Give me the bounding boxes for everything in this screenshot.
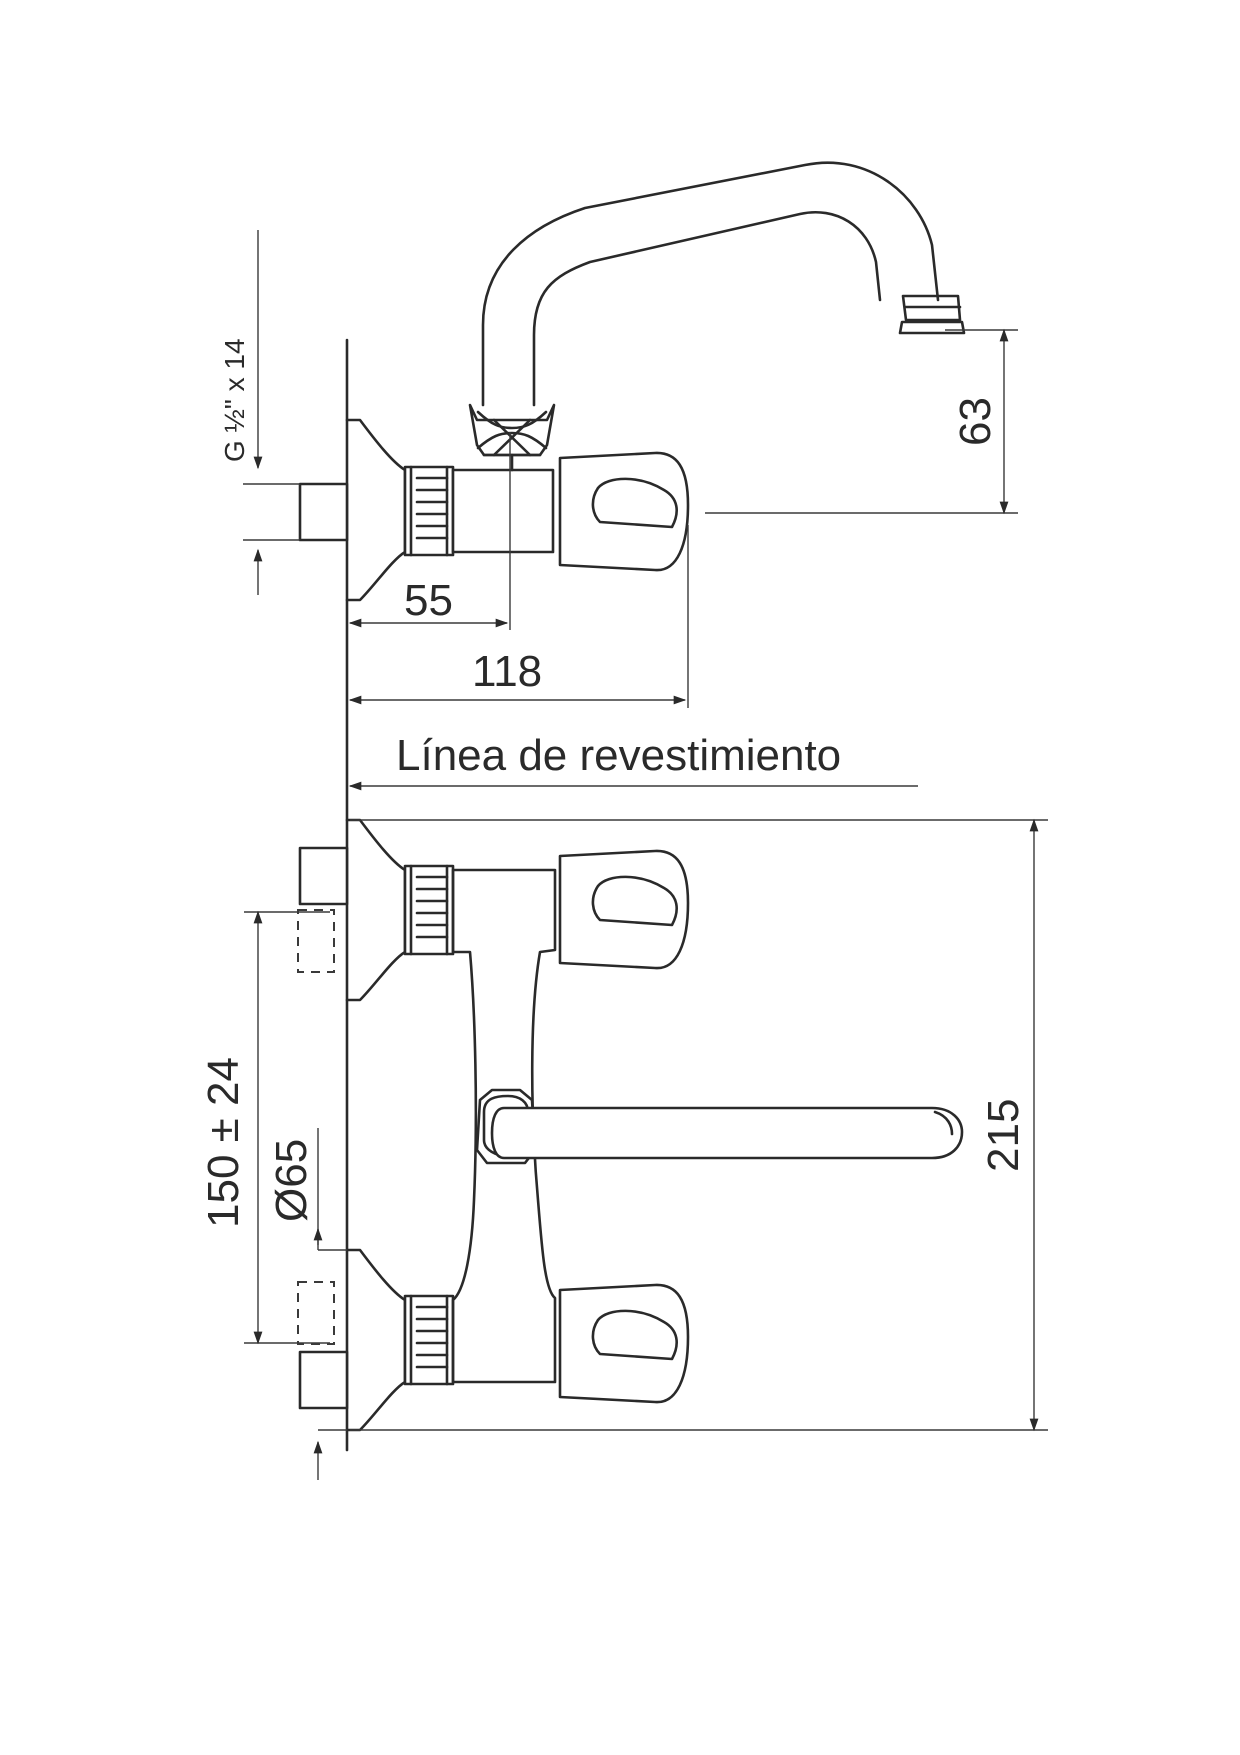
dim-118-label: 118: [472, 647, 542, 696]
lower-rosette: [345, 1248, 407, 1432]
lower-hidden-pipe: [297, 1281, 335, 1345]
inlet-pipe: [298, 482, 349, 542]
side-view: [298, 161, 966, 602]
dimension-150: 150 ± 24: [199, 910, 330, 1345]
dimension-thread: G ½" x 14: [219, 230, 300, 595]
lower-nut: [403, 1294, 455, 1386]
front-spout-arm: [490, 1106, 964, 1160]
dim-63-label: 63: [951, 397, 1000, 446]
dim-55-label: 55: [404, 576, 453, 625]
front-mixer-body: [451, 868, 557, 1384]
dimension-65: Ø65: [267, 1128, 347, 1480]
eccentric-nut: [403, 465, 455, 557]
upper-nut: [403, 864, 455, 956]
front-view: [297, 818, 964, 1432]
handle-side: [558, 451, 690, 572]
wall-rosette: [345, 418, 407, 602]
lower-inlet-pipe: [298, 1350, 349, 1410]
dim-215-label: 215: [979, 1099, 1028, 1172]
upper-hidden-pipe: [297, 909, 335, 973]
aerator: [898, 294, 966, 335]
dimension-55: 55: [348, 432, 511, 630]
spout-tube: [481, 161, 940, 407]
upper-handle: [558, 849, 690, 970]
thread-label: G ½" x 14: [219, 338, 250, 462]
dimension-63: 63: [705, 328, 1018, 515]
dim-65-label: Ø65: [267, 1139, 316, 1222]
lower-handle: [558, 1283, 690, 1404]
dimension-118: 118: [348, 525, 689, 708]
upper-rosette: [345, 818, 407, 1002]
mixer-body: [451, 453, 555, 554]
spout-nut: [468, 403, 556, 457]
cladding-line-label: Línea de revestimiento: [396, 731, 841, 780]
dimension-215: 215: [350, 818, 1048, 1432]
cladding-line-callout: Línea de revestimiento: [348, 731, 918, 791]
dim-150-label: 150 ± 24: [199, 1057, 248, 1228]
upper-inlet-pipe: [298, 846, 349, 906]
